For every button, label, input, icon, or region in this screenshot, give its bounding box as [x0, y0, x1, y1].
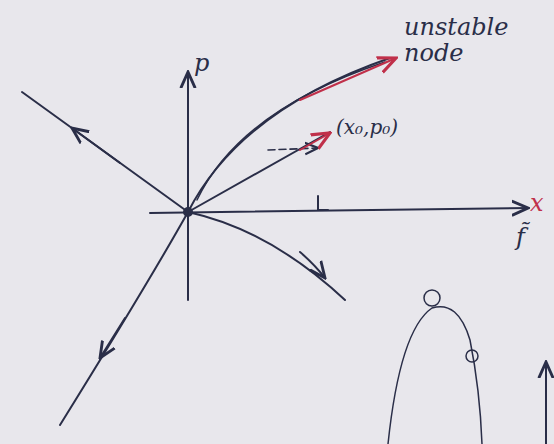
point-label: (x₀,p₀): [336, 116, 398, 138]
trajectory: [22, 92, 188, 212]
tick-mark: [318, 196, 328, 210]
x-axis: [150, 208, 528, 213]
trajectory: [188, 132, 330, 212]
trajectory: [60, 58, 390, 425]
axis-label: x: [530, 190, 544, 216]
axis-label: f̃: [516, 224, 525, 250]
trajectory-arrow: [100, 318, 125, 358]
annotation: unstable node: [404, 14, 534, 67]
trajectory: [188, 212, 345, 300]
p-axis: [187, 72, 189, 300]
trajectory-arrow: [300, 252, 325, 278]
trajectory-arrow: [72, 128, 120, 163]
ball: [466, 350, 478, 362]
ball: [424, 290, 440, 306]
axis-label: p: [194, 50, 209, 76]
hill-sketch: [388, 307, 482, 444]
red-arrow: [300, 58, 396, 100]
side-arrow: [545, 362, 547, 444]
fixed-point: [184, 208, 192, 216]
red-arrow: [300, 133, 330, 150]
pointer-arrow: [268, 148, 318, 150]
